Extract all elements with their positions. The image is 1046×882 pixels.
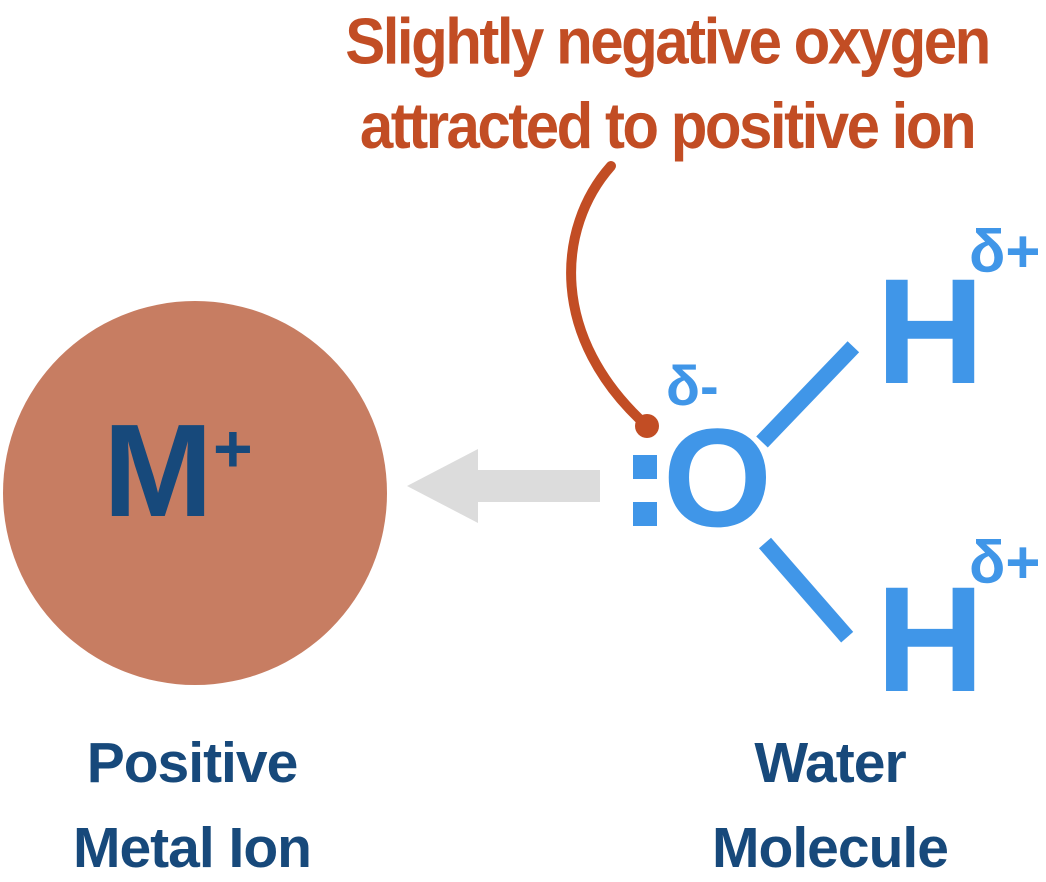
lone-pair-electrons-icon [633,455,657,526]
metal-symbol-text: M [103,397,213,544]
metal-ion-caption: Positive Metal Ion [0,735,384,882]
attraction-arrow-icon [407,449,600,523]
hydrogen-delta-plus-label-lower: δ+ [969,529,1041,596]
metal-ion-caption-line2: Metal Ion [72,816,312,880]
lone-pair-dot-bottom [633,502,657,526]
metal-charge-superscript: + [212,411,253,487]
hydrogen-delta-plus-label-upper: δ+ [969,218,1041,285]
water-molecule-caption-line2: Molecule [712,816,949,880]
water-molecule-caption: Water Molecule [637,735,1023,882]
annotation-text: Slightly negative oxygen attracted to po… [287,0,1046,168]
curved-pointer-dot [635,414,659,438]
hydrogen-atom-symbol-upper: H [876,247,985,415]
lone-pair-dot-top [633,455,657,479]
left-arrow-shape [407,449,600,523]
oxygen-atom-symbol: O [663,399,772,556]
metal-ion-caption-line1: Positive [86,731,299,795]
hydrogen-atom-symbol-lower: H [876,555,985,723]
oxygen-delta-minus-label: δ- [666,354,719,417]
curved-pointer-icon [566,161,659,438]
curved-pointer-line [566,161,652,431]
water-molecule-caption-line1: Water [754,731,906,795]
metal-ion-symbol: M+ [103,405,253,537]
annotation-line2: attracted to positive ion [359,89,977,162]
metal-ion-circle [3,301,387,685]
annotation-line1: Slightly negative oxygen [345,5,991,78]
